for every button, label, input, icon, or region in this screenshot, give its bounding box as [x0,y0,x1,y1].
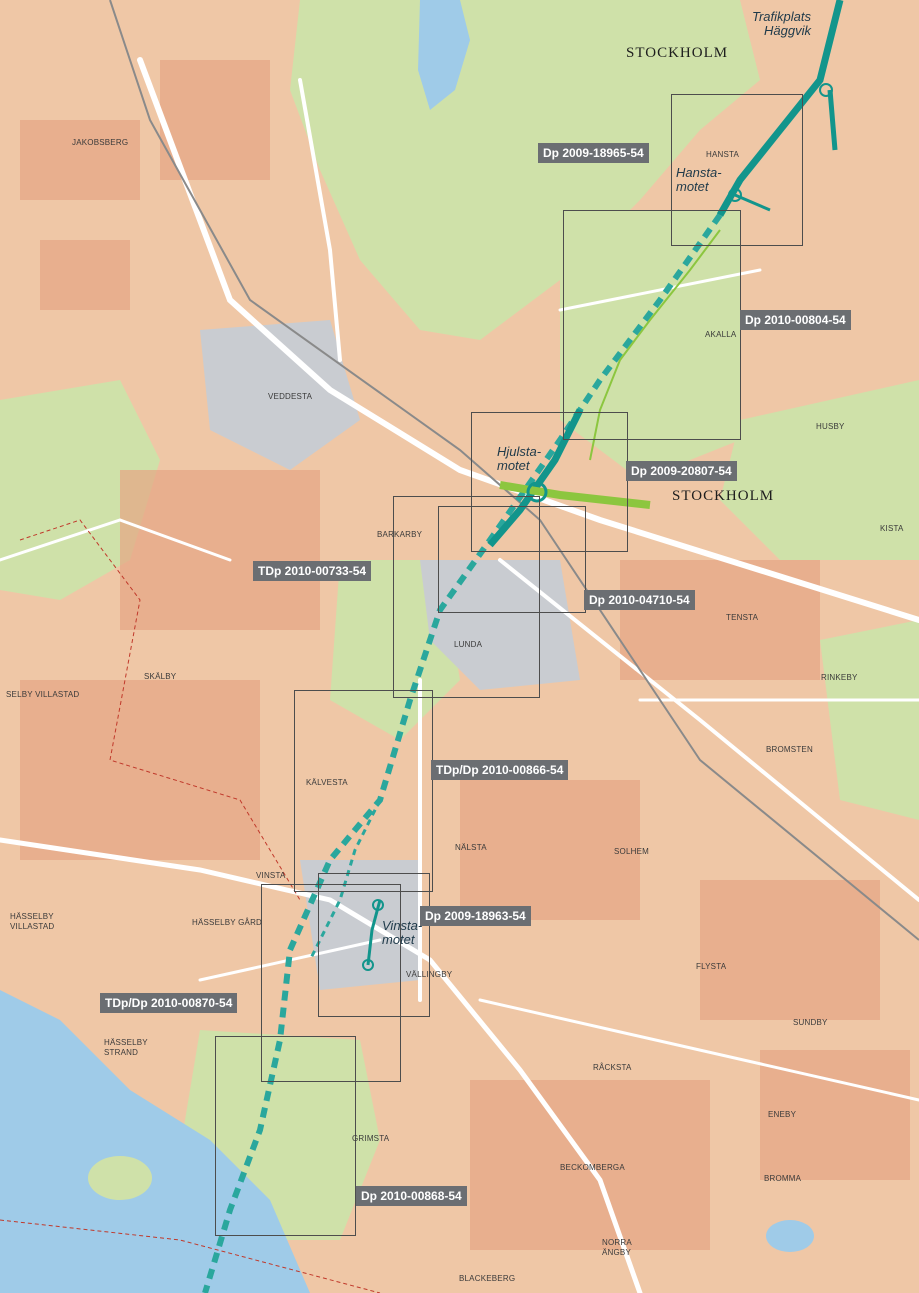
green-area-north [290,0,760,340]
plan-label[interactable]: TDp/Dp 2010-00870-54 [100,993,238,1013]
place-hasselby-gard: HÄSSELBY GÅRD [192,918,263,927]
place-vallingby: VÄLLINGBY [406,970,453,979]
place-akalla: AKALLA [705,330,737,339]
water-malaren [0,990,310,1293]
plan-label[interactable]: Dp 2009-18963-54 [420,906,531,926]
bypass-tunnel [202,213,723,1293]
plan-frame-hansta [671,94,803,246]
place-beckomberga: BECKOMBERGA [560,1163,625,1172]
green-area-east [820,620,919,820]
place-norra-angby: NORRA ÄNGBY [602,1238,632,1257]
water-kyrksjon [766,1220,814,1252]
place-jakobsberg: JAKOBSBERG [72,138,129,147]
place-vinsta: VINSTA [256,871,286,880]
place-rinkeby: RINKEBY [821,673,858,682]
place-bromsten: BROMSTEN [766,745,813,754]
place-solhem: SOLHEM [614,847,649,856]
plan-frame-grimsta [215,1036,356,1236]
interchange-label-hjulsta: Hjulsta- motet [497,444,542,473]
place-hasselby-strand: HÄSSELBY STRAND [104,1038,148,1057]
municipal-border [19,519,301,901]
place-flysta: FLYSTA [696,962,727,971]
haggvik-interchange [819,83,833,97]
haggvik-branch [827,89,838,151]
place-hasselby-villastad: HÄSSELBY VILLASTAD [10,912,55,931]
place-barkarby: BARKARBY [377,530,423,539]
plan-label[interactable]: Dp 2010-04710-54 [584,590,695,610]
place-sundby: SUNDBY [793,1018,828,1027]
place-bromma: BROMMA [764,1174,802,1183]
interchange-label-vinsta: Vinsta- motet [382,918,423,947]
place-hansta: HANSTA [706,150,740,159]
plan-label[interactable]: Dp 2010-00868-54 [356,1186,467,1206]
plan-frame-kalvesta [294,690,433,892]
industrial-area-veddesta [200,320,360,470]
place-racksta: RÅCKSTA [593,1063,632,1072]
akalla-road [589,229,721,461]
place-blackeberg: BLACKEBERG [459,1274,516,1283]
place-tensta: TENSTA [726,613,759,622]
plan-frame-vinsta [318,873,430,1017]
water-island [88,1156,152,1200]
plan-frame-hjulsta [471,412,628,552]
city-label-middle: STOCKHOLM [672,488,775,504]
plan-frame-hasselby [261,884,401,1082]
plan-frame-lunda [438,506,586,613]
place-selby-villastad: SELBY VILLASTAD [6,690,80,699]
water-lake-north [418,0,470,110]
industrial-area-vinsta [300,860,420,990]
hjulsta-interchange [526,481,548,503]
interchange-label-haggvik: Trafikplats Häggvik [752,9,811,38]
plan-label[interactable]: TDp/Dp 2010-00866-54 [431,760,569,780]
plan-frame-barkarby [393,496,540,698]
vinsta-interchange-north [372,899,384,911]
place-kista: KISTA [880,524,904,533]
city-label-north: STOCKHOLM [626,45,729,61]
plan-label[interactable]: Dp 2009-20807-54 [626,461,737,481]
interchange-label-hansta: Hansta- motet [676,165,722,194]
place-grimsta: GRIMSTA [352,1134,390,1143]
hjulsta-ramp [499,481,651,509]
vinsta-interchange-south [362,959,374,971]
plan-label[interactable]: Dp 2009-18965-54 [538,143,649,163]
bypass-surface-hjulsta [487,408,584,548]
place-veddesta: VEDDESTA [268,392,313,401]
bypass-tunnel-branch [308,799,382,961]
place-skalby: SKÄLBY [144,672,177,681]
green-area-husby [720,380,919,560]
plan-label[interactable]: TDp 2010-00733-54 [253,561,372,581]
place-lunda: LUNDA [454,640,483,649]
place-husby: HUSBY [816,422,845,431]
plan-label[interactable]: Dp 2010-00804-54 [740,310,851,330]
bypass-surface-north [716,0,844,217]
hansta-interchange [728,188,742,202]
road-network [0,57,919,1293]
place-kalvesta: KÄLVESTA [306,778,348,787]
place-nalsta: NÄLSTA [455,843,487,852]
place-eneby: ENEBY [768,1110,797,1119]
plan-frame-akalla [563,210,741,440]
